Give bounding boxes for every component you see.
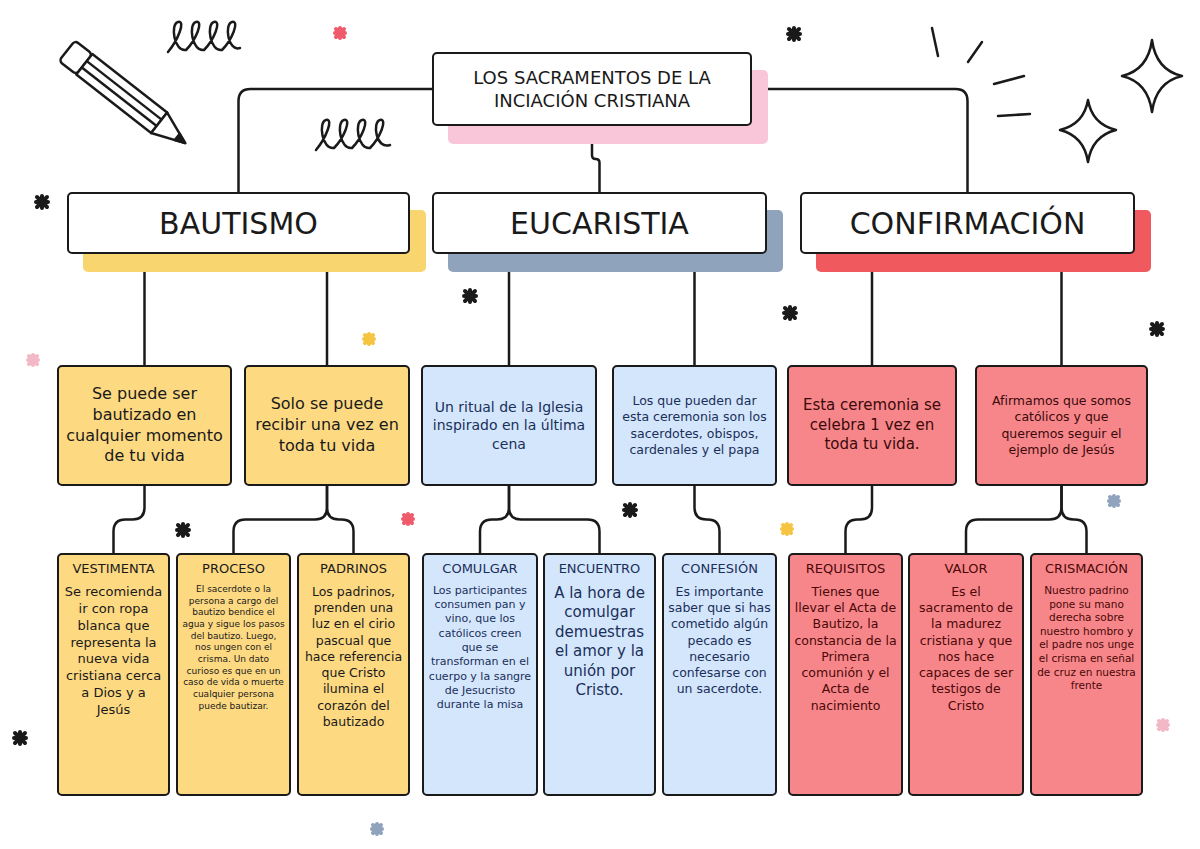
box-text: EUCARISTIA — [510, 204, 689, 243]
rays — [932, 28, 1030, 116]
connector — [326, 254, 329, 365]
box-text: Afirmamos que somos católicos y que quer… — [983, 393, 1140, 458]
box-text: Se puede ser bautizado en cualquier mome… — [65, 384, 224, 467]
connector — [509, 486, 600, 553]
detail-box: PROCESO El sacerdote o la persona a cargo… — [176, 553, 291, 796]
box-text: Esta ceremonia se celebra 1 vez en toda … — [795, 396, 949, 455]
box-heading: CONFESIÓN — [681, 561, 758, 578]
box-text: El sacerdote o la persona a cargo del ba… — [182, 584, 285, 713]
box-text: A la hora de comulgar demuestras el amor… — [549, 584, 650, 701]
squiggle — [316, 120, 390, 150]
sacrament-box: BAUTISMO — [67, 192, 410, 254]
connector — [1060, 254, 1063, 365]
box-text: Nuestro padrino pone su mano derecha sob… — [1036, 584, 1137, 693]
box-heading: ENCUENTRO — [559, 561, 641, 578]
box-heading: CRISMACIÓN — [1045, 561, 1128, 578]
connector — [752, 89, 968, 192]
box-text: Tienes que llevar el Acta de Bautizo, la… — [794, 584, 897, 714]
connector — [1062, 486, 1087, 553]
box-heading: PADRINOS — [320, 561, 387, 578]
connector — [695, 486, 720, 553]
info-box: Los que pueden dar esta ceremonia son lo… — [612, 365, 777, 486]
sparkle — [1122, 40, 1182, 112]
box-heading: VALOR — [945, 561, 988, 578]
connector — [871, 254, 874, 365]
box-heading: PROCESO — [202, 561, 265, 578]
info-box: Se puede ser bautizado en cualquier mome… — [57, 365, 232, 486]
box-heading: VESTIMENTA — [72, 561, 154, 578]
detail-box: VESTIMENTA Se recomienda ir con ropa blan… — [57, 553, 170, 796]
box-text: Es el sacramento de la madurez cristiana… — [914, 584, 1018, 714]
box-text: Es importante saber que si has cometido … — [668, 584, 771, 698]
sacrament-box: EUCARISTIA — [432, 192, 767, 254]
box-heading: REQUISITOS — [806, 561, 885, 578]
box-text: Solo se puede recibir una vez en toda tu… — [252, 394, 402, 456]
box-text: BAUTISMO — [159, 204, 318, 243]
box-text: Los padrinos, prenden una luz en el ciri… — [303, 584, 404, 730]
detail-box: ENCUENTRO A la hora de comulgar demuestra… — [543, 553, 656, 796]
info-box: Un ritual de la Iglesia inspirado en la … — [421, 365, 597, 486]
sacrament-box: CONFIRMACIÓN — [800, 192, 1135, 254]
detail-box: COMULGAR Los participantes consumen pan y… — [422, 553, 538, 796]
detail-box: VALOR Es el sacramento de la madurez cris… — [908, 553, 1024, 796]
connector — [239, 89, 433, 192]
box-text: Los participantes consumen pan y vino, q… — [428, 584, 532, 713]
connector — [592, 126, 600, 192]
info-box: Solo se puede recibir una vez en toda tu… — [244, 365, 410, 486]
connector — [508, 254, 511, 365]
squiggle — [168, 22, 240, 52]
connector — [114, 486, 145, 553]
box-text: Un ritual de la Iglesia inspirado en la … — [429, 398, 589, 453]
info-box: Afirmamos que somos católicos y que quer… — [975, 365, 1148, 486]
detail-box: PADRINOS Los padrinos, prenden una luz en… — [297, 553, 410, 796]
connector — [966, 486, 1062, 553]
detail-box: CONFESIÓN Es importante saber que si has … — [662, 553, 777, 796]
detail-box: REQUISITOS Tienes que llevar el Acta de B… — [788, 553, 903, 796]
connector — [846, 486, 873, 553]
detail-box: CRISMACIÓN Nuestro padrino pone su mano d… — [1030, 553, 1143, 796]
connector — [480, 486, 509, 553]
box-text: Los que pueden dar esta ceremonia son lo… — [620, 393, 769, 458]
connector — [234, 486, 328, 553]
sparkle — [1060, 100, 1116, 162]
box-heading: COMULGAR — [442, 561, 517, 578]
small-stars — [14, 28, 1168, 834]
connector — [693, 254, 696, 365]
info-box: Esta ceremonia se celebra 1 vez en toda … — [787, 365, 957, 486]
connector — [327, 486, 354, 553]
box-text: CONFIRMACIÓN — [850, 204, 1086, 243]
title-box: LOS SACRAMENTOS DE LA INCIACIÓN CRISTIAN… — [432, 52, 752, 126]
connector — [143, 254, 146, 365]
pencil-drawing — [59, 41, 193, 154]
box-text: LOS SACRAMENTOS DE LA INCIACIÓN CRISTIAN… — [444, 66, 740, 113]
box-text: Se recomienda ir con ropa blanca que rep… — [63, 584, 164, 719]
